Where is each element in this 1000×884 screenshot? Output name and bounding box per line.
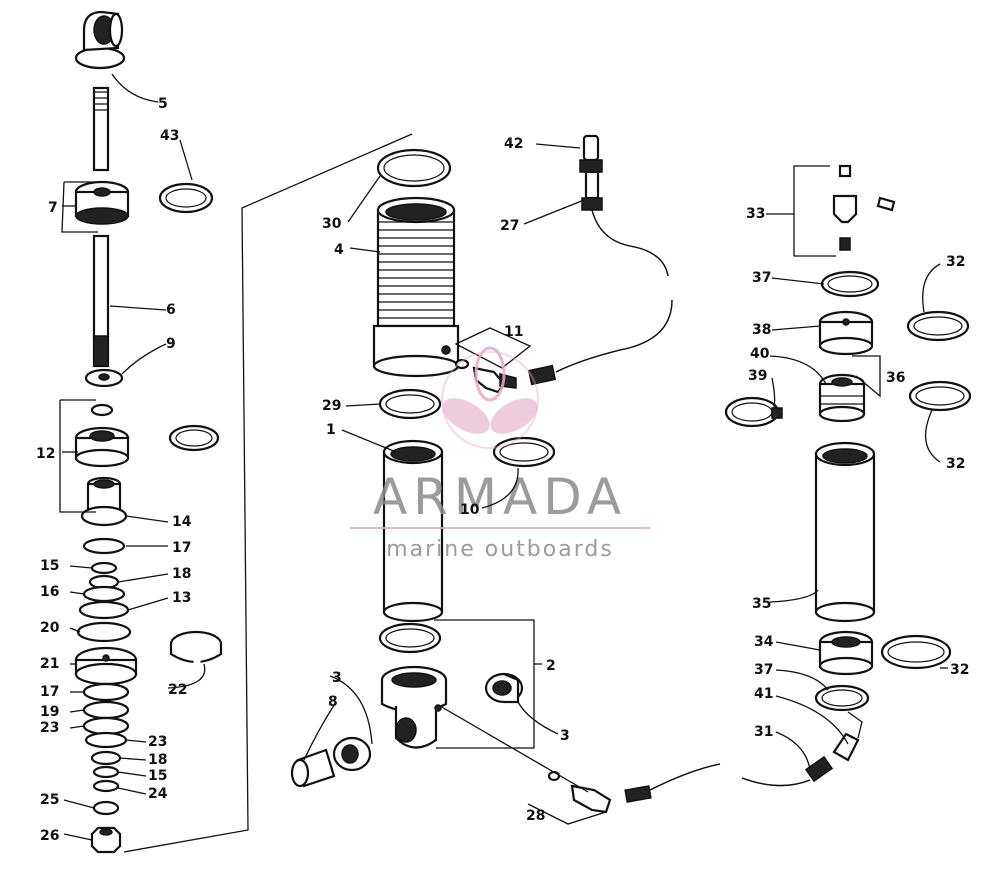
callout-24: 24 — [148, 786, 168, 802]
callout-32-middle: 32 — [946, 456, 965, 472]
part-5-elbow — [74, 10, 126, 70]
callout-37-upper: 37 — [752, 270, 771, 286]
callout-17-lower: 17 — [40, 684, 59, 700]
part-16-disc — [82, 585, 126, 603]
callout-2: 2 — [546, 658, 556, 674]
callout-25: 25 — [40, 792, 59, 808]
callout-40: 40 — [750, 346, 770, 362]
part-13-disc — [78, 600, 130, 620]
part-14-plate — [80, 505, 128, 527]
right-cylinder-assembly — [724, 164, 972, 787]
callout-12: 12 — [36, 446, 55, 462]
callout-4: 4 — [334, 242, 344, 258]
part-3-bushing-right — [484, 672, 524, 704]
callout-8: 8 — [328, 694, 338, 710]
part-7-head — [74, 180, 130, 225]
part-24-ring — [92, 779, 120, 793]
callout-10: 10 — [460, 502, 480, 518]
part-33-screws — [793, 164, 896, 257]
callout-28: 28 — [526, 808, 545, 824]
part-31-41-hose — [741, 711, 863, 787]
part-35-cylinder — [814, 441, 876, 623]
callout-30: 30 — [322, 216, 342, 232]
part-15-ring — [90, 561, 118, 575]
callout-13: 13 — [172, 590, 191, 606]
callout-1: 1 — [326, 422, 336, 438]
watermark-tagline: marine outboards — [386, 537, 614, 562]
callout-20: 20 — [40, 620, 60, 636]
part-38-cap — [818, 310, 874, 356]
part-8-sleeve — [290, 748, 336, 788]
callout-36: 36 — [886, 370, 905, 386]
callout-33: 33 — [746, 206, 765, 222]
part-26-nut — [90, 826, 122, 854]
callout-32-top: 32 — [946, 254, 965, 270]
callout-23-left: 23 — [40, 720, 59, 736]
part-4-cylinder — [372, 196, 460, 378]
propeller-logo-icon — [441, 346, 539, 449]
part-28-fitting — [439, 705, 721, 814]
center-cylinder-assembly — [290, 134, 721, 825]
callout-5: 5 — [158, 96, 168, 112]
callout-39: 39 — [748, 368, 767, 384]
callout-31: 31 — [754, 724, 773, 740]
callout-26: 26 — [40, 828, 59, 844]
callout-18-lower: 18 — [148, 752, 167, 768]
rod-upper — [92, 86, 110, 172]
callout-27: 27 — [500, 218, 519, 234]
part-17-disc-lower — [82, 682, 130, 702]
callout-14: 14 — [172, 514, 192, 530]
part-25-washer — [92, 800, 120, 816]
callout-41: 41 — [754, 686, 773, 702]
callout-15-upper: 15 — [40, 558, 59, 574]
watermark-brand: ARMADA — [373, 468, 627, 526]
part-23-disc — [82, 716, 130, 736]
callout-42: 42 — [504, 136, 523, 152]
callout-29: 29 — [322, 398, 341, 414]
callout-11: 11 — [504, 324, 523, 340]
callout-7: 7 — [48, 200, 58, 216]
callout-37-lower: 37 — [754, 662, 773, 678]
part-21-piston — [74, 646, 138, 686]
part-42-27-hose — [527, 134, 673, 386]
part-20-disc — [76, 621, 132, 643]
callout-34: 34 — [754, 634, 774, 650]
part-17-disc — [82, 537, 126, 555]
part-18-ring-lower — [90, 750, 122, 766]
callout-17-upper: 17 — [172, 540, 191, 556]
part-22-split-ring — [169, 630, 223, 669]
callout-3-right: 3 — [560, 728, 570, 744]
callout-43: 43 — [160, 128, 179, 144]
callout-16: 16 — [40, 584, 59, 600]
callout-3-left: 3 — [332, 670, 342, 686]
part-19-disc — [82, 700, 130, 720]
brand-watermark: ARMADA marine outboards — [350, 346, 650, 562]
part-3-bushing-left — [332, 736, 372, 772]
part-15-ring-lower — [92, 765, 120, 779]
part-2-end-cap — [380, 665, 448, 749]
callout-labels: 5 43 7 6 9 12 14 17 15 18 16 13 20 21 22… — [36, 96, 969, 844]
part-34-cap — [818, 630, 874, 676]
callout-23-right: 23 — [148, 734, 167, 750]
callout-9: 9 — [166, 336, 176, 352]
part-12-piston — [74, 426, 130, 468]
part-sleeve — [86, 476, 122, 512]
callout-32-lower: 32 — [950, 662, 969, 678]
callout-22: 22 — [168, 682, 187, 698]
callout-35: 35 — [752, 596, 771, 612]
part-40-36-piston — [818, 373, 866, 423]
callout-6: 6 — [166, 302, 176, 318]
callout-18-upper: 18 — [172, 566, 191, 582]
callout-21: 21 — [40, 656, 59, 672]
callout-leaders — [62, 73, 948, 841]
part-23-disc-b — [84, 731, 128, 749]
callout-15-lower: 15 — [148, 768, 167, 784]
callout-38: 38 — [752, 322, 771, 338]
part-39-clamp — [724, 396, 783, 428]
part-1-inner-cylinder — [382, 439, 444, 623]
callout-19: 19 — [40, 704, 59, 720]
left-rod-assembly — [59, 10, 413, 854]
